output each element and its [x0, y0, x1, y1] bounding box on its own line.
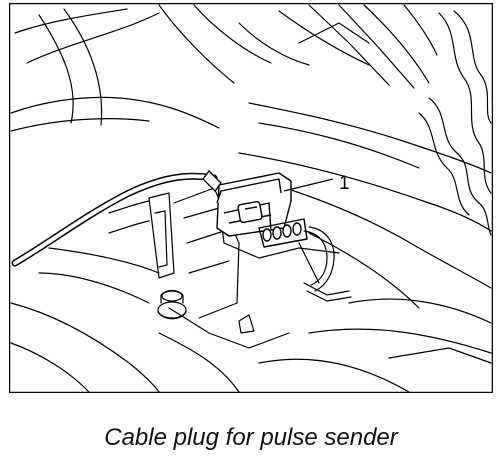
- line-drawing: 1: [9, 3, 493, 393]
- technical-illustration: 1: [9, 3, 493, 393]
- panel-line: [14, 8, 128, 34]
- figure-frame: [9, 3, 493, 393]
- callout-leader: [283, 178, 334, 192]
- bolt-base: [157, 301, 187, 319]
- figure-caption: Cable plug for pulse sender: [104, 424, 398, 451]
- plug-pin: [262, 228, 272, 242]
- sender-wire: [303, 226, 352, 302]
- sensor-cable: [11, 170, 222, 267]
- cable-plug: [216, 172, 308, 248]
- callout-label: 1: [339, 173, 350, 194]
- mounting-bracket: [148, 192, 175, 279]
